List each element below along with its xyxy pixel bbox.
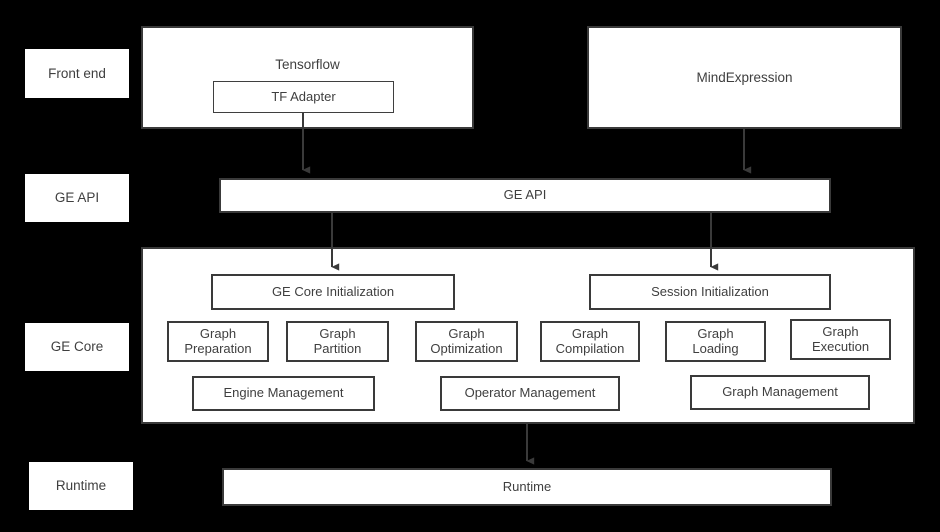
lane-label-front-end: Front end (25, 49, 129, 98)
tf-adapter-box[interactable]: TF Adapter (213, 81, 394, 113)
graph-management-box[interactable]: Graph Management (690, 375, 870, 410)
graph-partition-box[interactable]: Graph Partition (286, 321, 389, 362)
lane-label-ge-core: GE Core (25, 323, 129, 371)
graph-execution-box[interactable]: Graph Execution (790, 319, 891, 360)
ge-core-initialization-box[interactable]: GE Core Initialization (211, 274, 455, 310)
lane-label-ge-api: GE API (25, 174, 129, 222)
graph-loading-box[interactable]: Graph Loading (665, 321, 766, 362)
graph-preparation-box[interactable]: Graph Preparation (167, 321, 269, 362)
runtime-bar[interactable]: Runtime (222, 468, 832, 506)
engine-management-box[interactable]: Engine Management (192, 376, 375, 411)
graph-compilation-box[interactable]: Graph Compilation (540, 321, 640, 362)
operator-management-box[interactable]: Operator Management (440, 376, 620, 411)
lane-label-runtime: Runtime (29, 462, 133, 510)
tensorflow-title: Tensorflow (275, 57, 340, 72)
session-initialization-box[interactable]: Session Initialization (589, 274, 831, 310)
mindexpression-box[interactable]: MindExpression (587, 26, 902, 129)
tensorflow-container: Tensorflow (141, 26, 474, 129)
ge-api-bar[interactable]: GE API (219, 178, 831, 213)
graph-optimization-box[interactable]: Graph Optimization (415, 321, 518, 362)
